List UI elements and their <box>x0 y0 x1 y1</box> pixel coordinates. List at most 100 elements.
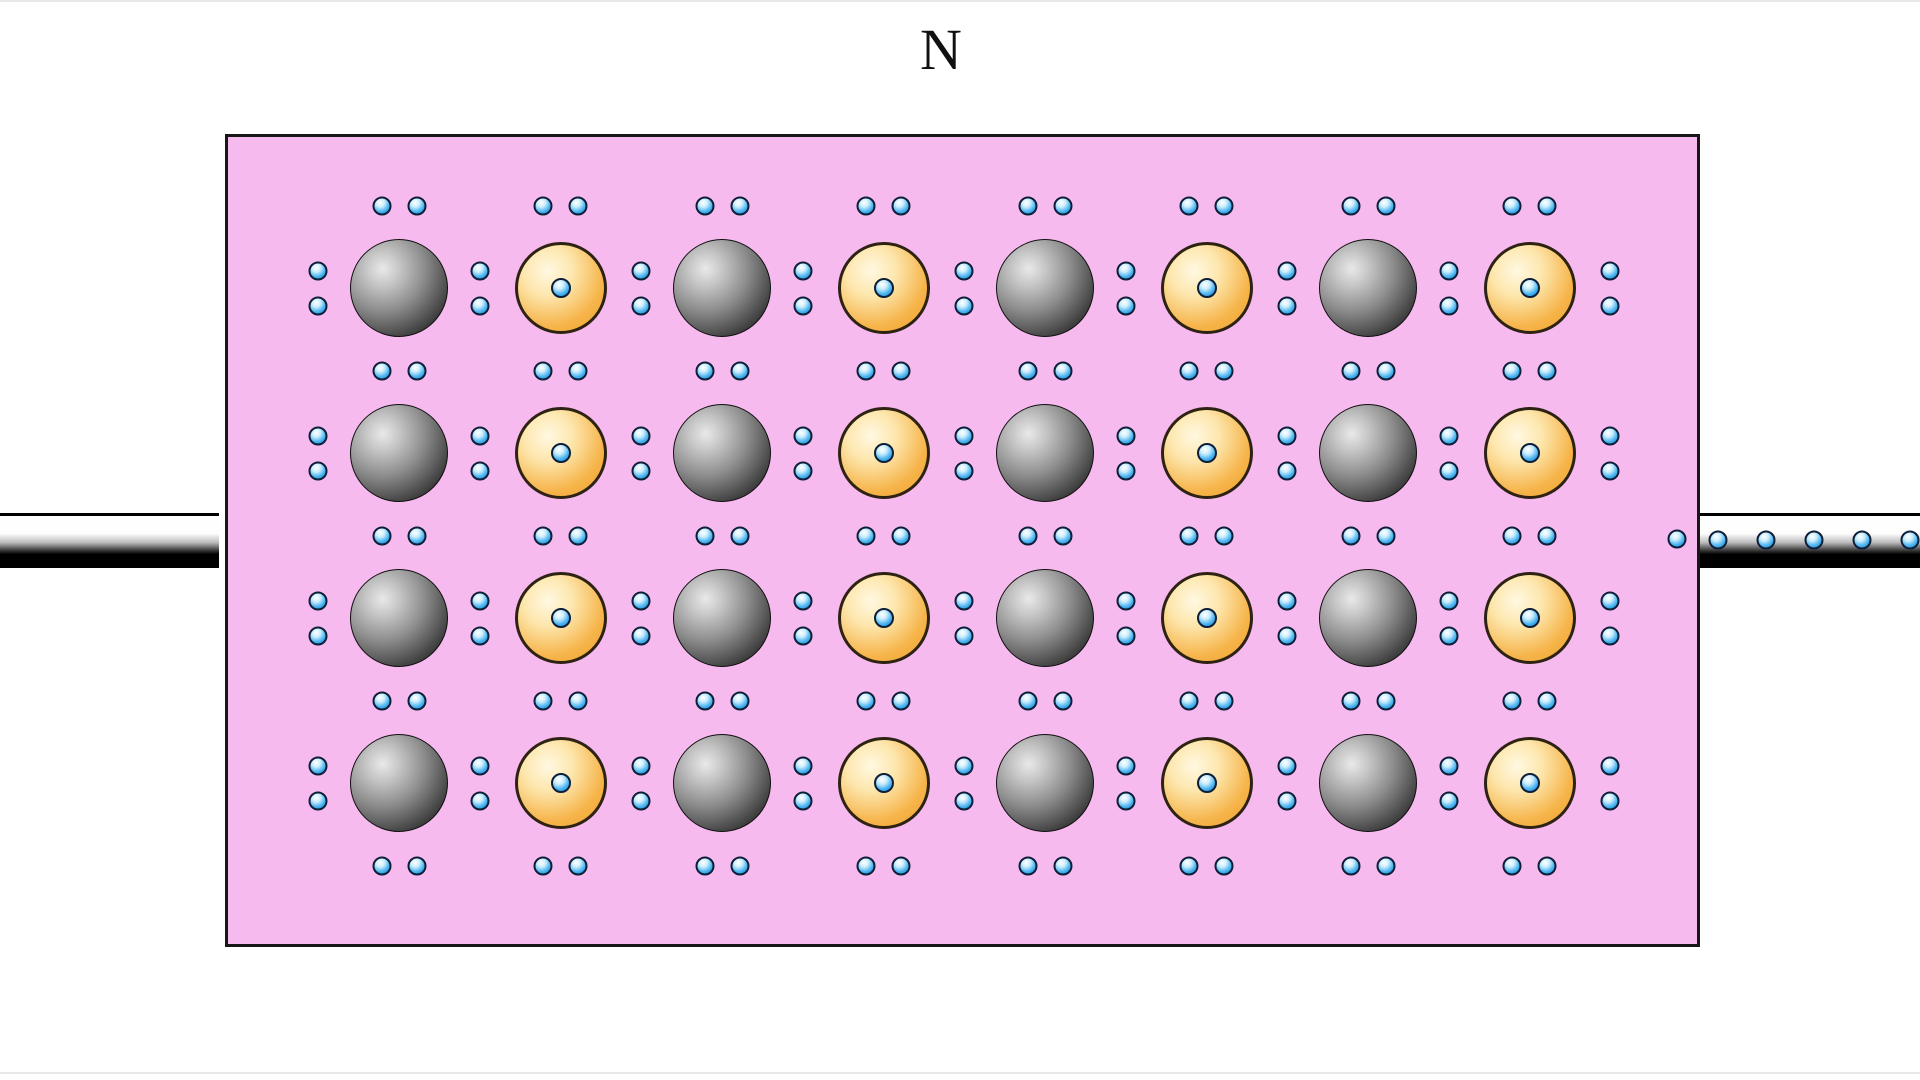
bond-electron-dot <box>533 361 553 380</box>
center-electron-dot <box>1196 773 1217 793</box>
bond-electron-dot <box>470 791 490 810</box>
bond-electron-dot <box>1376 196 1395 215</box>
gray-atom <box>1319 239 1417 337</box>
bond-electron-dot <box>470 756 490 775</box>
bond-electron-dot <box>533 196 553 215</box>
bond-electron-dot <box>1277 261 1297 280</box>
bond-electron-dot <box>308 261 328 280</box>
bond-electron-dot <box>308 756 328 775</box>
bond-electron-dot <box>1600 791 1620 810</box>
bond-electron-dot <box>1600 626 1620 645</box>
bond-electron-dot <box>1439 296 1459 315</box>
bond-electron-dot <box>1116 296 1136 315</box>
bottom-divider-rule <box>0 1072 1920 1074</box>
bond-electron-dot <box>1376 691 1395 710</box>
gray-atom <box>350 404 448 502</box>
bond-electron-dot <box>1439 626 1459 645</box>
bond-electron-dot <box>856 526 876 545</box>
bond-electron-dot <box>1600 426 1620 445</box>
center-electron-dot <box>873 773 894 793</box>
bond-electron-dot <box>695 856 714 875</box>
center-electron-dot <box>1519 773 1540 793</box>
wire-electron-dot <box>1852 530 1872 550</box>
bond-electron-dot <box>891 361 911 380</box>
bond-electron-dot <box>1600 261 1620 280</box>
bond-electron-dot <box>1018 526 1037 545</box>
bond-electron-dot <box>1537 691 1557 710</box>
bond-electron-dot <box>1116 261 1136 280</box>
bond-electron-dot <box>856 691 876 710</box>
bond-electron-dot <box>308 461 328 480</box>
bond-electron-dot <box>470 426 490 445</box>
gray-atom <box>673 569 771 667</box>
bond-electron-dot <box>1179 196 1199 215</box>
bond-electron-dot <box>631 296 651 315</box>
bond-electron-dot <box>1439 791 1459 810</box>
bond-electron-dot <box>1376 526 1395 545</box>
bond-electron-dot <box>1502 856 1522 875</box>
bond-electron-dot <box>1214 526 1234 545</box>
bond-electron-dot <box>730 856 749 875</box>
wire-electron-dot <box>1708 530 1728 550</box>
bond-electron-dot <box>856 856 876 875</box>
bond-electron-dot <box>1214 361 1234 380</box>
bond-electron-dot <box>1179 526 1199 545</box>
bond-electron-dot <box>1179 361 1199 380</box>
bond-electron-dot <box>1439 591 1459 610</box>
bond-electron-dot <box>856 196 876 215</box>
bond-electron-dot <box>372 361 391 380</box>
bond-electron-dot <box>1439 261 1459 280</box>
bond-electron-dot <box>372 526 391 545</box>
bond-electron-dot <box>793 426 813 445</box>
bond-electron-dot <box>1537 526 1557 545</box>
bond-electron-dot <box>631 426 651 445</box>
bond-electron-dot <box>1214 691 1234 710</box>
bond-electron-dot <box>730 526 749 545</box>
gray-atom <box>996 569 1094 667</box>
center-electron-dot <box>873 443 894 463</box>
bond-electron-dot <box>308 426 328 445</box>
bond-electron-dot <box>372 691 391 710</box>
wire-electron-dot <box>1900 530 1920 550</box>
bond-electron-dot <box>568 856 588 875</box>
bond-electron-dot <box>1214 196 1234 215</box>
bond-electron-dot <box>954 461 974 480</box>
center-electron-dot <box>550 278 571 298</box>
bond-electron-dot <box>1053 196 1072 215</box>
center-electron-dot <box>1196 443 1217 463</box>
bond-electron-dot <box>1116 791 1136 810</box>
bond-electron-dot <box>1018 856 1037 875</box>
bond-electron-dot <box>1018 361 1037 380</box>
gray-atom <box>996 239 1094 337</box>
gray-atom <box>1319 569 1417 667</box>
bond-electron-dot <box>891 196 911 215</box>
wire-electron-dot <box>1667 529 1687 549</box>
bond-electron-dot <box>407 691 426 710</box>
bond-electron-dot <box>1277 461 1297 480</box>
bond-electron-dot <box>470 626 490 645</box>
bond-electron-dot <box>793 626 813 645</box>
bond-electron-dot <box>470 591 490 610</box>
bond-electron-dot <box>1018 196 1037 215</box>
bond-electron-dot <box>954 791 974 810</box>
bond-electron-dot <box>1116 591 1136 610</box>
north-pole-label: N <box>920 17 962 82</box>
bond-electron-dot <box>954 296 974 315</box>
bond-electron-dot <box>372 196 391 215</box>
bond-electron-dot <box>1277 791 1297 810</box>
bond-electron-dot <box>1277 296 1297 315</box>
center-electron-dot <box>1196 278 1217 298</box>
bond-electron-dot <box>793 791 813 810</box>
bond-electron-dot <box>1214 856 1234 875</box>
gray-atom <box>350 239 448 337</box>
left-wire <box>0 513 219 568</box>
bond-electron-dot <box>793 461 813 480</box>
bond-electron-dot <box>1537 856 1557 875</box>
orange-atom <box>1160 737 1253 829</box>
bond-electron-dot <box>1341 856 1360 875</box>
bond-electron-dot <box>533 526 553 545</box>
bond-electron-dot <box>1053 361 1072 380</box>
bond-electron-dot <box>631 461 651 480</box>
bond-electron-dot <box>1179 691 1199 710</box>
